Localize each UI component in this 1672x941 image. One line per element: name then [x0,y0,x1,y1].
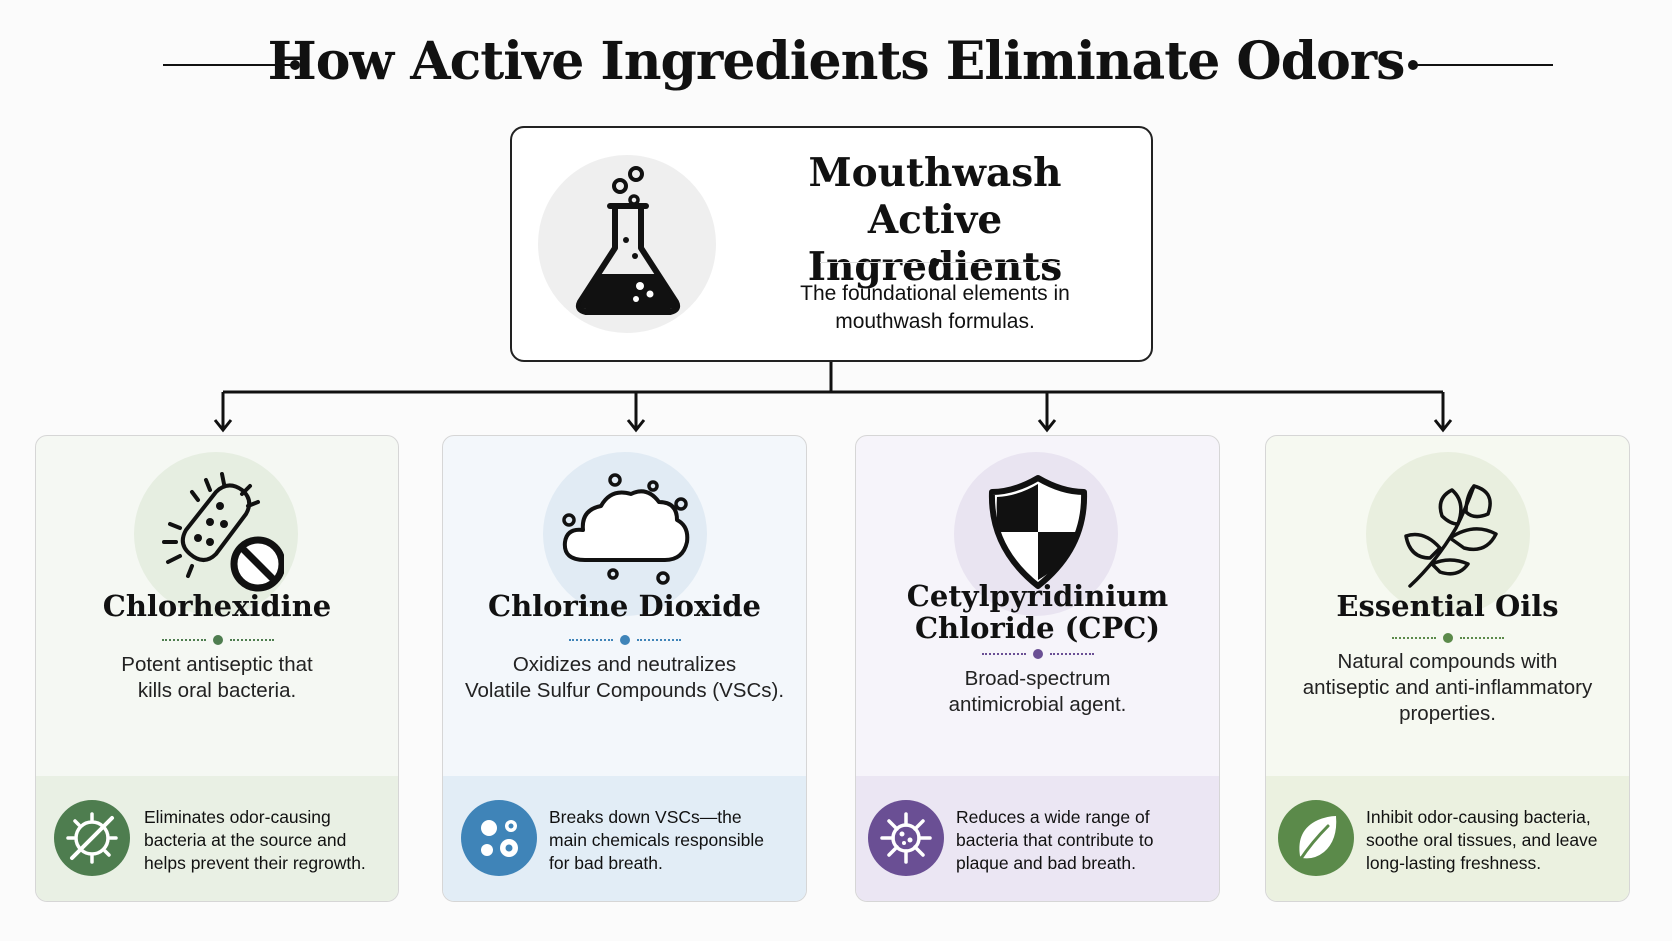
molecules-icon [461,800,537,876]
ingredient-card-cpc: Cetylpyridinium Chloride (CPC) Broad-spe… [855,435,1220,902]
page-title: How Active Ingredients Eliminate Odors [267,31,1406,92]
root-separator [820,262,1060,263]
ingredient-card-chlorine-dioxide: Chlorine Dioxide Oxidizes and neutralize… [442,435,807,902]
card-title: Cetylpyridinium Chloride (CPC) [906,579,1169,645]
title-rule-right-dot [1408,60,1418,70]
icon-circle [1366,452,1530,616]
benefit-panel: Eliminates odor-causing bacteria at the … [36,776,398,901]
card-title: Chlorhexidine [102,589,332,623]
ingredient-card-chlorhexidine: Chlorhexidine Potent antiseptic that kil… [35,435,399,902]
benefit-panel: Breaks down VSCs—the main chemicals resp… [443,776,806,901]
title-rule-left-dot [290,60,300,70]
benefit-panel: Reduces a wide range of bacteria that co… [856,776,1219,901]
separator-dots [118,635,318,645]
separator-dots [938,649,1138,659]
root-description: The foundational elements in mouthwash f… [800,282,1070,333]
root-separator-dot [930,258,939,267]
flask-icon [575,166,681,315]
benefit-panel: Inhibit odor-causing bacteria, soothe or… [1266,776,1629,901]
icon-circle [134,452,298,616]
no-bacteria-icon [54,800,130,876]
card-title: Essential Oils [1336,589,1559,623]
separator-dots [1348,633,1548,643]
benefit-text: Reduces a wide range of bacteria that co… [956,807,1154,873]
leaves-icon [1404,484,1498,588]
root-title: Mouthwash Active Ingredients [807,150,1063,290]
separator-dots [525,635,725,645]
title-rule-left [163,64,293,66]
benefit-text: Breaks down VSCs—the main chemicals resp… [549,807,764,873]
ingredient-card-essential-oils: Essential Oils Natural compounds with an… [1265,435,1630,902]
cloud-bubbles-icon [562,473,690,585]
leaf-icon [1278,800,1354,876]
card-title: Chlorine Dioxide [488,589,761,623]
title-rule-right [1410,64,1553,66]
card-description: Natural compounds with antiseptic and an… [1302,650,1593,725]
card-description: Potent antiseptic that kills oral bacter… [121,653,313,702]
benefit-text: Inhibit odor-causing bacteria, soothe or… [1366,807,1598,873]
shield-icon [988,475,1088,589]
benefit-text: Eliminates odor-causing bacteria at the … [144,807,366,873]
virus-icon [868,800,944,876]
card-description: Oxidizes and neutralizes Volatile Sulfur… [464,653,785,702]
bacteria-blocked-icon [162,472,284,592]
card-description: Broad-spectrum antimicrobial agent. [948,667,1127,716]
